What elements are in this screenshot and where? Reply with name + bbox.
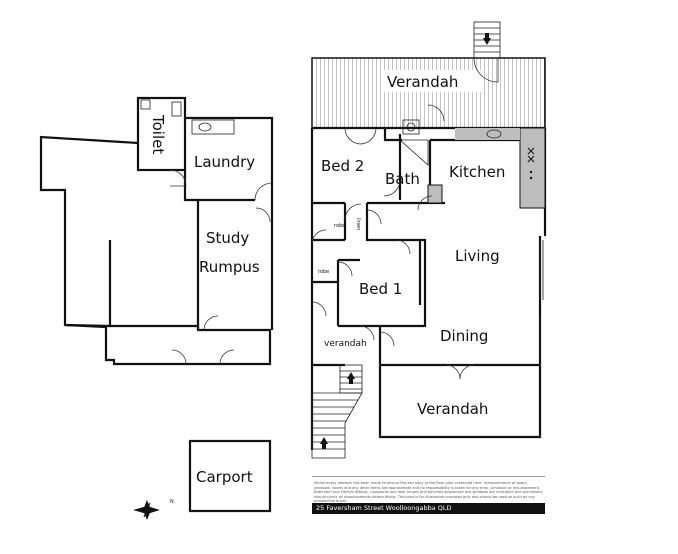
room-label-robe-2: robe bbox=[318, 269, 329, 275]
room-label-living: Living bbox=[455, 247, 500, 265]
compass-north-label: N bbox=[170, 499, 174, 505]
arrow-up-icon bbox=[347, 372, 355, 379]
kitchen-bench bbox=[519, 127, 546, 209]
room-label-carport: Carport bbox=[196, 468, 253, 486]
main-house bbox=[310, 21, 547, 459]
arrow-down-icon bbox=[483, 38, 491, 45]
toilet-fixture bbox=[140, 99, 151, 110]
verandah-bottom-walls bbox=[378, 365, 542, 439]
stairs-bottom bbox=[311, 392, 363, 459]
disclaimer-text: Whilst every attempt has been made to en… bbox=[314, 481, 543, 504]
room-label-toilet: Toilet bbox=[149, 114, 167, 154]
compass-icon bbox=[133, 500, 160, 520]
room-label-dining: Dining bbox=[440, 327, 488, 345]
room-label-kitchen: Kitchen bbox=[449, 163, 505, 181]
room-label-verandah-top: Verandah bbox=[387, 73, 458, 91]
lower-level-building bbox=[39, 96, 274, 366]
door-swing bbox=[169, 169, 187, 187]
toilet-room bbox=[136, 96, 187, 172]
room-label-bed2: Bed 2 bbox=[321, 157, 364, 175]
verandah-deck-top bbox=[311, 57, 546, 129]
disclaimer-box: Whilst every attempt has been made to en… bbox=[312, 476, 545, 515]
laundry-room bbox=[185, 116, 274, 220]
room-label-bed1: Bed 1 bbox=[359, 280, 402, 298]
laundry-tub bbox=[191, 119, 235, 135]
room-label-rumpus: Rumpus bbox=[199, 258, 260, 276]
room-label-verandah-small: verandah bbox=[324, 339, 367, 349]
bed1-walls bbox=[338, 238, 427, 328]
address-bar: 25 Faversham Street Woolloongabba QLD bbox=[312, 503, 545, 514]
room-label-verandah-bottom: Verandah bbox=[417, 400, 488, 418]
room-label-robe-1: robe bbox=[334, 223, 345, 229]
room-label-bath: Bath bbox=[385, 170, 420, 188]
room-label-study: Study bbox=[206, 229, 249, 247]
cooktop-icon bbox=[527, 147, 535, 163]
room-label-linen: linen bbox=[355, 218, 361, 230]
bath-toilet bbox=[402, 119, 420, 135]
room-label-laundry: Laundry bbox=[194, 153, 255, 171]
carport-outline bbox=[188, 439, 272, 513]
